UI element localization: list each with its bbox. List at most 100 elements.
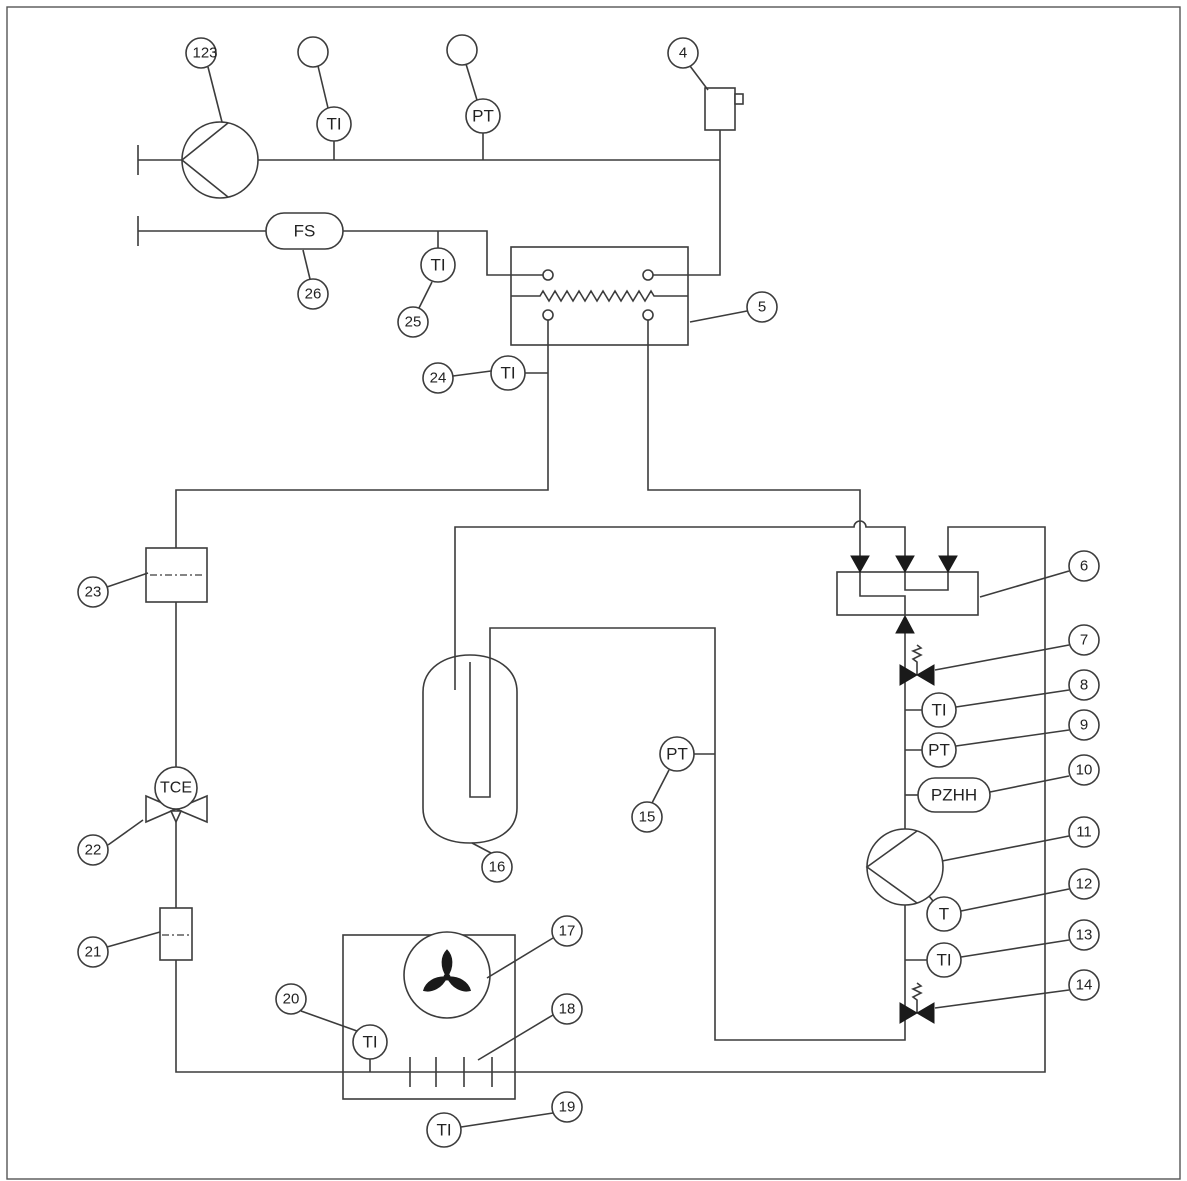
callout-23: 23	[77, 576, 109, 608]
solenoid-connector	[734, 93, 744, 105]
callout-10-circle	[1068, 754, 1100, 786]
fan-blade	[446, 976, 471, 992]
ti-8-label: TI	[931, 701, 946, 720]
callout-15: 15	[631, 801, 663, 833]
callout-20-text: 20	[283, 991, 300, 1008]
leader-8	[955, 689, 1070, 708]
callout-17: 17	[551, 915, 583, 947]
pump-123	[180, 121, 259, 199]
callout-23-circle	[77, 576, 109, 608]
callout-blank-ti	[297, 36, 329, 68]
callout-26-text: 26	[305, 286, 322, 303]
vessel-shell	[422, 654, 518, 844]
ti-24: TI	[490, 355, 526, 391]
callout-21-circle	[77, 936, 109, 968]
callout-11-text: 11	[1076, 824, 1092, 841]
pt-9-bubble	[921, 732, 957, 768]
callout-7: 7	[1068, 624, 1100, 656]
callout-4: 4	[667, 37, 699, 69]
valve-7-right-wedge	[916, 664, 935, 686]
ti-25: TI	[420, 247, 456, 283]
valve-7-left-wedge	[899, 664, 918, 686]
callout-16: 16	[481, 851, 513, 883]
compressor-11	[865, 828, 944, 906]
leader-23	[106, 572, 149, 588]
separator-6	[836, 555, 979, 634]
solenoid-body	[704, 87, 736, 131]
callout-14-text: 14	[1076, 977, 1093, 994]
callout-7-circle	[1068, 624, 1100, 656]
port-bottom-right	[642, 309, 654, 321]
leader-18	[477, 1014, 554, 1061]
leader-11	[941, 835, 1070, 862]
callout-4-text: 4	[679, 45, 687, 62]
callout-14: 14	[1068, 969, 1100, 1001]
condenser-fins-18	[409, 1057, 493, 1087]
ti-13: TI	[926, 942, 962, 978]
callout-10-text: 10	[1076, 762, 1093, 779]
callout-19-text: 19	[559, 1099, 576, 1116]
valve-14-spring	[911, 982, 923, 1013]
separator-internal-left	[859, 572, 906, 615]
callout-5-text: 5	[758, 299, 766, 316]
pt-top-bubble	[465, 98, 501, 134]
filter-21	[159, 907, 193, 961]
instruments: TI PT TI TI TI PT PZHH T	[316, 98, 991, 1148]
callout-20: 20	[275, 983, 307, 1015]
ti-20-bubble	[352, 1024, 388, 1060]
callout-19-circle	[551, 1091, 583, 1123]
callout-24: 24	[422, 362, 454, 394]
t-12-label: T	[939, 905, 949, 924]
pipe-flow-inlet-end	[137, 216, 266, 246]
ti-20: TI	[352, 1024, 388, 1060]
callout-9-circle	[1068, 709, 1100, 741]
callout-25-circle	[397, 306, 429, 338]
callout-22-text: 22	[85, 842, 102, 859]
valve-14-left-wedge	[899, 1002, 918, 1024]
flow-switch-body	[265, 212, 344, 250]
callout-22-circle	[77, 834, 109, 866]
leader-lines	[106, 63, 1070, 1128]
callout-16-text: 16	[489, 859, 506, 876]
callout-6-circle	[1068, 550, 1100, 582]
callout-17-text: 17	[559, 923, 576, 940]
callouts: 123 4 5 26 25 24 23 22 21 6 7 8 9 10 11 …	[77, 34, 1100, 1123]
pt-9-label: PT	[928, 741, 950, 760]
callout-15-circle	[631, 801, 663, 833]
callout-25: 25	[397, 306, 429, 338]
callout-15-text: 15	[639, 809, 656, 826]
pipe-vessel-to-separator	[454, 520, 906, 690]
callout-19: 19	[551, 1091, 583, 1123]
ti-20-label: TI	[362, 1033, 377, 1052]
callout-24-circle	[422, 362, 454, 394]
callout-123-circle	[185, 37, 217, 69]
callout-123: 123	[185, 37, 218, 69]
callout-9-text: 9	[1080, 717, 1088, 734]
ti-19: TI	[426, 1112, 462, 1148]
valve-22-seat	[169, 810, 183, 824]
ti-top-label: TI	[326, 115, 341, 134]
ti-13-label: TI	[936, 951, 951, 970]
ti-19-label: TI	[436, 1121, 451, 1140]
callout-8-text: 8	[1080, 677, 1088, 694]
heat-exchanger-5	[510, 246, 689, 346]
callout-6-text: 6	[1080, 558, 1088, 575]
callout-21-text: 21	[85, 944, 102, 961]
leader-24	[452, 370, 492, 377]
pzhh-10-bubble	[917, 777, 991, 813]
callout-24-text: 24	[430, 370, 447, 387]
leader-6	[979, 570, 1070, 598]
leader-12	[960, 888, 1070, 912]
separator-internal-right	[904, 572, 949, 591]
valve-7-spring	[911, 644, 923, 675]
port-top-left	[542, 269, 554, 281]
safety-valve-7	[899, 644, 935, 686]
pump-body	[181, 121, 259, 199]
callout-blank-pt	[446, 34, 478, 66]
ti-19-bubble	[426, 1112, 462, 1148]
callout-21: 21	[77, 936, 109, 968]
callout-26-circle	[297, 278, 329, 310]
leader-21	[106, 931, 161, 948]
pump-chevron	[180, 122, 229, 198]
leader-17	[486, 937, 554, 979]
